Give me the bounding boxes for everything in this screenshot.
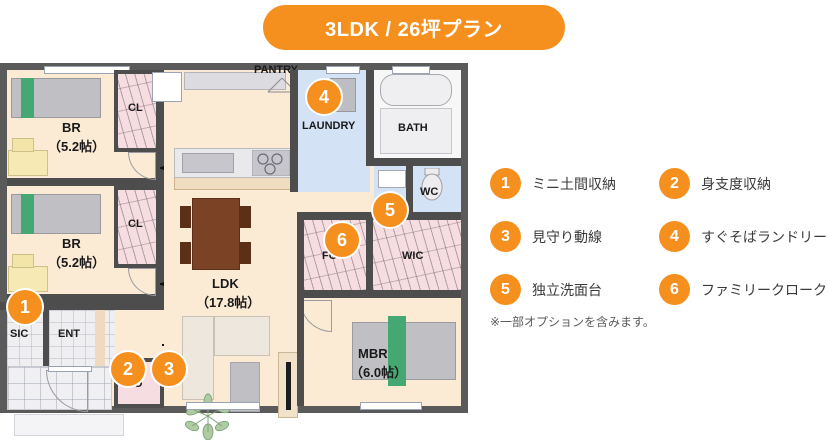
approach-paving [14,414,124,436]
legend-text-1: ミニ土間収納 [532,175,616,192]
dining-chair-left2 [180,242,191,264]
badge-4[interactable]: 4 [307,80,341,114]
room-wic-floor [373,220,461,290]
legend-item-2: 2 身支度収納 [659,168,828,199]
plan-title-text: 3LDK / 26坪プラン [325,19,503,41]
wall-wc-west [406,166,413,224]
legend-text-3: 見守り動線 [532,228,602,245]
badge-2[interactable]: 2 [111,352,145,386]
wall-laundry-west [290,70,298,192]
legend-row: 5 独立洗面台 6 ファミリークローク [490,274,828,305]
legend-item-4: 4 すぐそばランドリー [659,221,828,252]
legend-text-5: 独立洗面台 [532,281,602,298]
wall-entry-north [0,302,164,310]
room-sublabel-ldk: （17.8帖） [196,295,261,310]
room-label-ldk: LDK [212,276,239,291]
floorplan-canvas: BR （5.2帖） CL BR （5.2帖） CL [0,60,475,440]
room-sublabel-mbr: （6.0帖） [350,365,408,380]
room-label-laundry: LAUNDRY [302,120,356,132]
tv-screen [286,362,291,410]
pillow-br-top [21,78,34,118]
bathtub [380,74,452,106]
badge-6[interactable]: 6 [325,223,359,257]
room-label-sic: SIC [10,328,29,340]
room-label-ent: ENT [58,328,80,340]
badge-3[interactable]: 3 [152,352,186,386]
room-label-br-bottom: BR [62,236,81,251]
legend: 1 ミニ土間収納 2 身支度収納 3 見守り動線 4 すぐそばランドリー 5 独… [490,168,828,327]
legend-num-1: 1 [490,168,521,199]
wall-bedroom-south [7,294,164,302]
window-mbr-south [360,402,422,410]
legend-item-6: 6 ファミリークローク [659,274,828,305]
plan-title-pill: 3LDK / 26坪プラン [263,5,565,50]
legend-num-2: 2 [659,168,690,199]
legend-item-5: 5 独立洗面台 [490,274,659,305]
entry-step [95,310,105,366]
room-label-wic: WIC [402,250,424,262]
room-label-pantry: PANTRY [254,64,298,76]
wall-fc-wic-south [297,290,461,298]
wall-sic-east [43,310,49,366]
legend-item-1: 1 ミニ土間収納 [490,168,659,199]
pillow-br-bottom [21,194,34,234]
room-cl-bottom-floor [118,190,160,264]
kitchen-sink [182,153,234,173]
wall-mbr-west [297,298,304,406]
dining-table [192,198,240,270]
room-label-mbr: MBR [358,346,388,361]
desk-chair-br-bottom [12,254,34,268]
room-label-br-top: BR [62,120,81,135]
wall-between-bedrooms [7,178,164,186]
room-label-cl-bottom: CL [128,218,143,230]
pillow-mbr [388,316,406,386]
sofa-ldk-chaise [214,316,270,356]
entry-door-panel[interactable] [48,366,92,372]
legend-num-6: 6 [659,274,690,305]
desk-br-top [8,150,48,176]
kitchen-stove-icon [252,150,290,176]
legend-text-6: ファミリークローク [701,281,827,298]
room-sublabel-br-bottom: （5.2帖） [48,255,106,270]
window-laundry [326,66,360,74]
badge-5[interactable]: 5 [373,193,407,227]
dining-chair-right [240,206,251,228]
legend-num-3: 3 [490,221,521,252]
window-ldk-corner [152,72,182,102]
room-label-bath: BATH [398,122,428,134]
legend-row: 1 ミニ土間収納 2 身支度収納 [490,168,828,199]
dining-chair-left [180,206,191,228]
legend-row: 3 見守り動線 4 すぐそばランドリー [490,221,828,252]
window-ldk-south [186,402,260,410]
dining-chair-right2 [240,242,251,264]
wall-fc-wic-divider [366,212,373,298]
desk-chair-br-top [12,138,34,152]
washbasin-unit [378,170,406,188]
legend-note: ※一部オプションを含みます。 [490,315,655,329]
legend-num-5: 5 [490,274,521,305]
legend-item-3: 3 見守り動線 [490,221,659,252]
desk-br-bottom [8,266,48,292]
sofa-ldk [182,316,214,400]
wall-bath-south [366,158,461,166]
room-label-cl-top: CL [128,102,143,114]
room-label-wc: WC [420,186,439,198]
badge-1[interactable]: 1 [8,290,42,324]
wall-fc-west [297,212,304,298]
window-bath [392,66,430,74]
bath-washing-area [380,108,452,154]
wall-corridor-vertical [156,70,164,302]
legend-num-4: 4 [659,221,690,252]
toilet-icon [421,168,443,201]
legend-text-4: すぐそばランドリー [701,228,827,245]
legend-text-2: 身支度収納 [701,175,771,192]
wall-bath-west [366,70,374,162]
room-sublabel-br-top: （5.2帖） [48,139,106,154]
